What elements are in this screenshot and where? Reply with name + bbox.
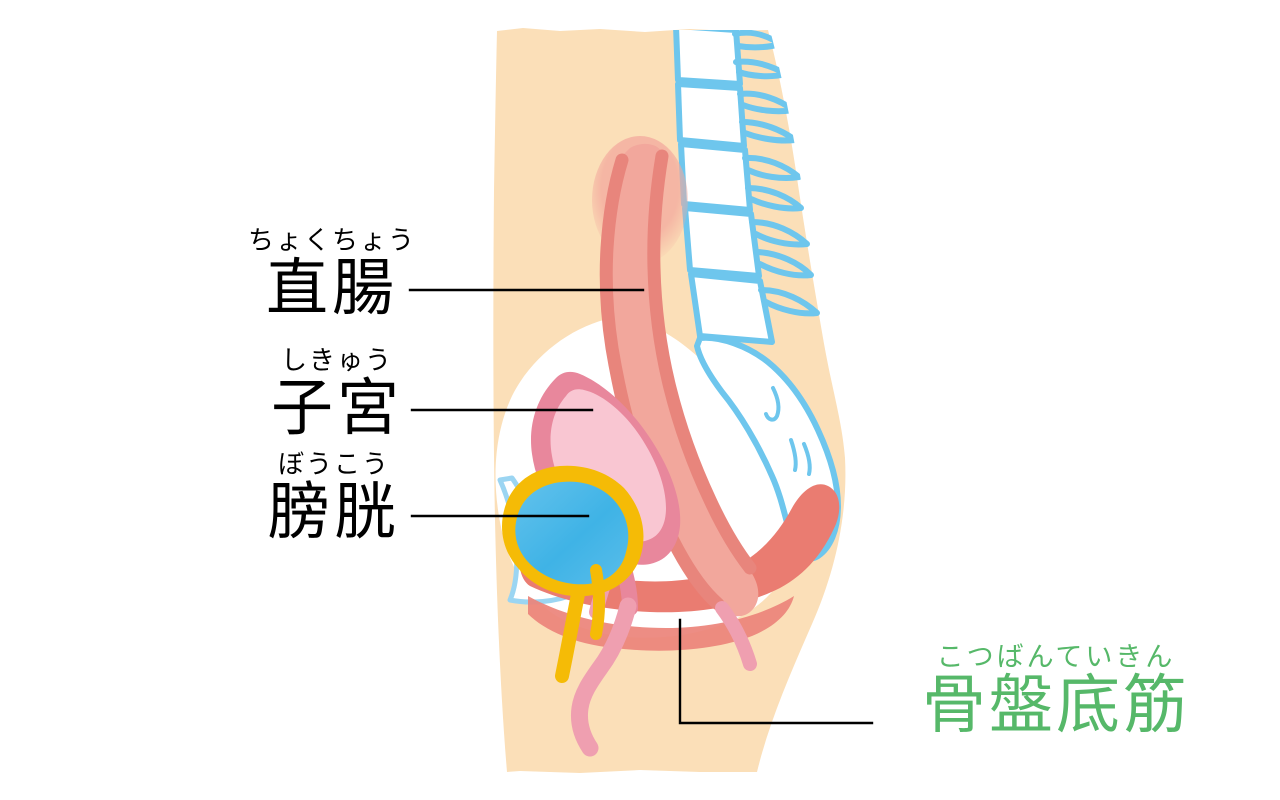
label-pelvic-floor: こつばんていきん 骨盤底筋 (882, 642, 1230, 744)
label-rectum: ちょくちょう 直腸 (248, 226, 417, 325)
label-rectum-furigana: ちょくちょう (248, 226, 417, 256)
pelvic-floor-leader-line (678, 618, 874, 725)
label-bladder-kanji: 膀胱 (267, 475, 400, 549)
label-rectum-kanji: 直腸 (265, 251, 398, 325)
leader-lines (408, 288, 874, 725)
label-uterus-furigana: しきゅう (280, 346, 393, 376)
label-pelvic-floor-furigana: こつばんていきん (936, 642, 1176, 673)
label-uterus-kanji: 子宮 (270, 371, 403, 445)
label-bladder-furigana: ぼうこう (277, 450, 390, 480)
lumbar-spine (673, 30, 820, 345)
label-uterus: しきゅう 子宮 (258, 346, 416, 445)
label-bladder: ぼうこう 膀胱 (250, 450, 418, 549)
bladder (502, 465, 644, 683)
rectum (592, 136, 759, 671)
label-pelvic-floor-kanji: 骨盤底筋 (922, 669, 1190, 744)
